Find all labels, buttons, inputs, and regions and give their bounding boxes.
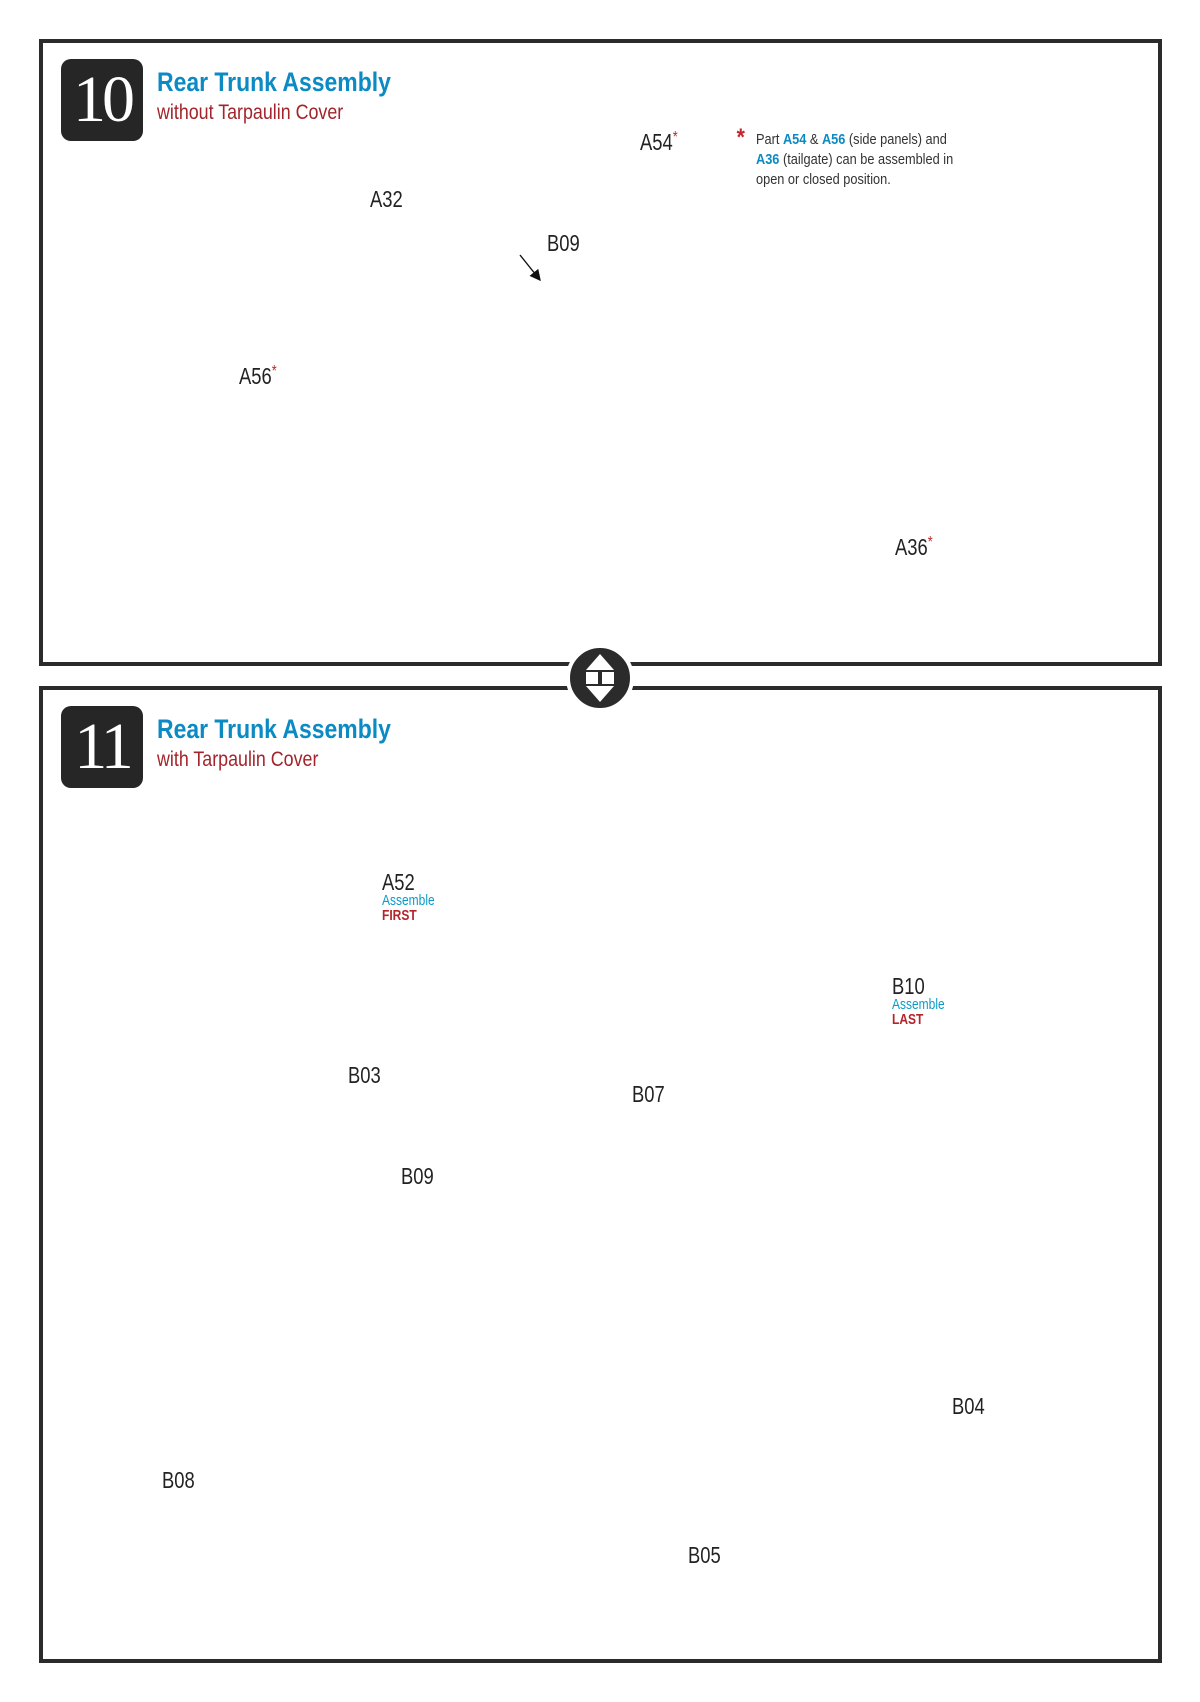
part-label-a54: A54* — [640, 129, 678, 155]
part-label-b08: B08 — [162, 1467, 195, 1493]
step-number: 10 — [61, 59, 143, 141]
step-11-panel: 11 Rear Trunk Assembly with Tarpaulin Co… — [39, 686, 1162, 1663]
part-label-a32: A32 — [370, 186, 403, 212]
step-title: Rear Trunk Assembly — [157, 714, 391, 744]
flip-page-arrows-icon — [566, 644, 634, 712]
step-subtitle: with Tarpaulin Cover — [157, 748, 319, 771]
part-label-b07: B07 — [632, 1081, 665, 1107]
part-label-b04: B04 — [952, 1393, 985, 1419]
part-label-a56: A56* — [239, 363, 277, 389]
step-10-panel: 10 Rear Trunk Assembly without Tarpaulin… — [39, 39, 1162, 666]
step-subtitle: without Tarpaulin Cover — [157, 101, 344, 124]
step-title: Rear Trunk Assembly — [157, 67, 391, 97]
part-label-b05: B05 — [688, 1542, 721, 1568]
part-label-a36: A36* — [895, 534, 933, 560]
part-label-b09: B09 — [401, 1163, 434, 1189]
step-number: 11 — [61, 706, 143, 788]
part-label-b03: B03 — [348, 1062, 381, 1088]
assembly-note: * Part A54 & A56 (side panels) and A36 (… — [736, 124, 954, 189]
part-label-b09: B09 — [547, 230, 580, 256]
